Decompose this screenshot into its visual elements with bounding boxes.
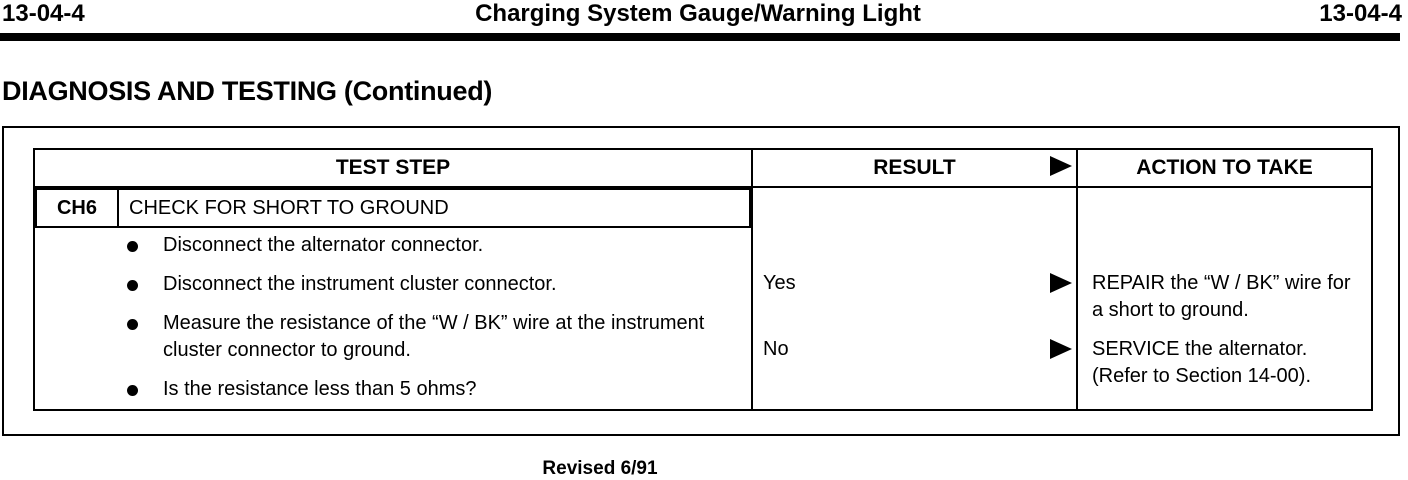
list-item: Measure the resistance of the “W / BK” w… xyxy=(35,310,751,364)
action-cell: REPAIR the “W / BK” wire for a short to … xyxy=(1076,186,1373,411)
header-action-label: ACTION TO TAKE xyxy=(1136,156,1313,179)
action-yes: REPAIR the “W / BK” wire for a short to … xyxy=(1092,272,1351,321)
diagnosis-table: TEST STEP RESULT ACTION TO TAKE CH6 CHEC… xyxy=(33,148,1373,411)
step-code: CH6 xyxy=(35,188,119,228)
result-no-label: No xyxy=(763,338,789,360)
header-result-label: RESULT xyxy=(873,156,956,179)
right-triangle-arrow-icon xyxy=(1050,273,1072,293)
step-header: CH6 CHECK FOR SHORT TO GROUND xyxy=(35,188,751,228)
bullet-dot-icon xyxy=(127,280,138,291)
revision-footer: Revised 6/91 xyxy=(542,458,658,479)
bullet-text: Measure the resistance of the “W / BK” w… xyxy=(163,312,705,361)
table-frame xyxy=(2,126,1400,436)
bullet-text: Disconnect the instrument cluster connec… xyxy=(163,273,557,295)
header-action: ACTION TO TAKE xyxy=(1076,148,1373,188)
bullet-dot-icon xyxy=(127,241,138,252)
bullet-dot-icon xyxy=(127,319,138,330)
right-triangle-arrow-icon xyxy=(1050,156,1072,176)
list-item: Disconnect the alternator connector. xyxy=(35,232,751,259)
page-title: Charging System Gauge/Warning Light xyxy=(475,0,921,27)
page-header: 13-04-4 Charging System Gauge/Warning Li… xyxy=(0,0,1408,30)
bullet-text: Is the resistance less than 5 ohms? xyxy=(163,378,477,400)
header-result: RESULT xyxy=(751,148,1078,188)
bullet-text: Disconnect the alternator connector. xyxy=(163,234,484,256)
list-item: Is the resistance less than 5 ohms? xyxy=(35,376,751,403)
action-no: SERVICE the alternator. (Refer to Sectio… xyxy=(1092,338,1311,387)
result-yes-label: Yes xyxy=(763,272,796,294)
list-item: Disconnect the instrument cluster connec… xyxy=(35,271,751,298)
right-triangle-arrow-icon xyxy=(1050,339,1072,359)
header-test-step-label: TEST STEP xyxy=(335,156,451,179)
result-cell: Yes No xyxy=(751,186,1078,411)
test-step-cell: CH6 CHECK FOR SHORT TO GROUND Disconnect… xyxy=(33,186,753,411)
page-number-left: 13-04-4 xyxy=(2,0,85,27)
header-test-step: TEST STEP xyxy=(33,148,753,188)
header-rule xyxy=(0,33,1400,41)
step-title: CHECK FOR SHORT TO GROUND xyxy=(117,188,751,228)
step-bullet-list: Disconnect the alternator connector. Dis… xyxy=(35,228,751,403)
page-number-right: 13-04-4 xyxy=(1319,0,1402,27)
result-yes: Yes xyxy=(763,270,1072,297)
section-title: DIAGNOSIS AND TESTING (Continued) xyxy=(2,76,493,106)
bullet-dot-icon xyxy=(127,385,138,396)
result-no: No xyxy=(763,336,1072,363)
